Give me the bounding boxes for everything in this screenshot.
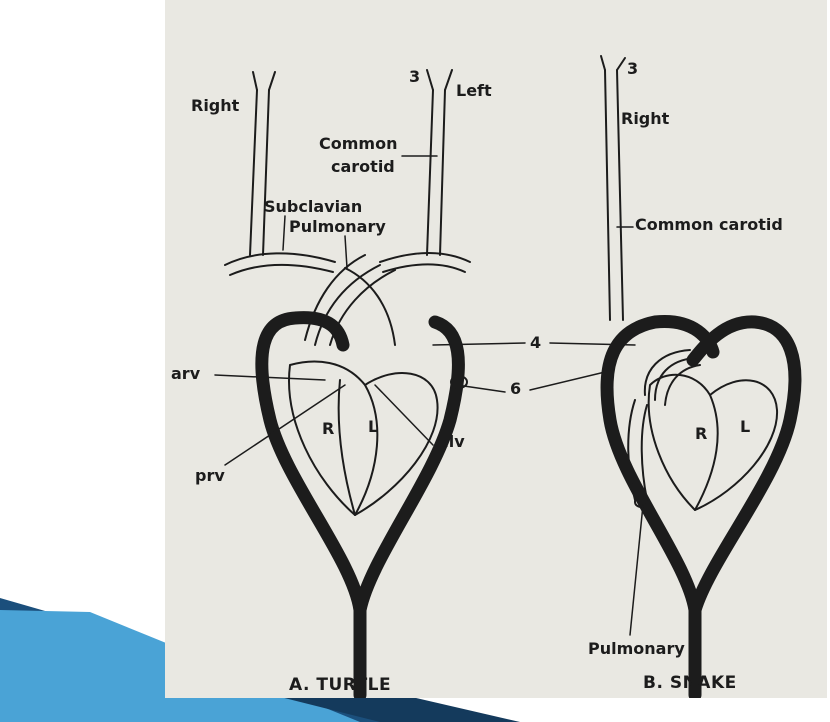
turtle-carotid-left (427, 90, 445, 255)
snake-leader-pulmonary (630, 505, 643, 635)
label-snake-r: R (695, 425, 707, 443)
turtle-ventricle-left (355, 373, 438, 515)
label-turtle-prv: prv (195, 467, 225, 485)
turtle-arch-2 (315, 265, 380, 345)
snake-carotid-tips (601, 56, 625, 70)
label-snake-right: Right (621, 110, 669, 128)
label-snake-3: 3 (627, 60, 638, 78)
label-turtle-l: L (368, 418, 378, 436)
label-4: 4 (530, 334, 541, 352)
label-turtle-right: Right (191, 97, 239, 115)
turtle-arch-4 (345, 268, 395, 345)
scanned-diagram: Right 3 Left Common carotid Subclavian P… (165, 0, 827, 698)
turtle-leader-subclavian (283, 216, 285, 250)
label-6: 6 (510, 380, 521, 398)
heart-diagram-drawing (165, 0, 827, 698)
turtle-carotid-right (250, 90, 269, 255)
label-turtle-3: 3 (409, 68, 420, 86)
label-snake-l: L (740, 418, 750, 436)
label-turtle-left: Left (456, 82, 492, 100)
label-turtle-arv: arv (171, 365, 200, 383)
turtle-leader-arv (215, 375, 325, 380)
snake-arch-3 (665, 365, 700, 405)
label-snake-pulmonary: Pulmonary (588, 640, 685, 658)
label-turtle-r: R (322, 420, 334, 438)
label-turtle-carotid: carotid (331, 158, 395, 176)
label-turtle-subclavian: Subclavian (264, 198, 362, 216)
label-turtle-alv: alv (438, 433, 465, 451)
snake-ventricle-right (649, 375, 718, 510)
caption-snake: B. SNAKE (643, 674, 737, 692)
turtle-subclavian-left (225, 253, 335, 265)
turtle-subclavian-right (380, 253, 470, 262)
snake-carotid (605, 70, 623, 320)
label-turtle-common: Common (319, 135, 397, 153)
label-turtle-pulmonary: Pulmonary (289, 218, 386, 236)
turtle-leader-alv (375, 385, 433, 445)
turtle-leader-pulmonary (345, 236, 347, 268)
turtle-subclavian-left-b (230, 265, 333, 275)
snake-arch-1 (645, 350, 690, 395)
turtle-carotid-tips (253, 70, 452, 90)
caption-turtle: A. TURTLE (289, 676, 391, 694)
leader-6 (457, 372, 605, 392)
turtle-septum (339, 380, 355, 515)
label-snake-common-carotid: Common carotid (635, 216, 783, 234)
